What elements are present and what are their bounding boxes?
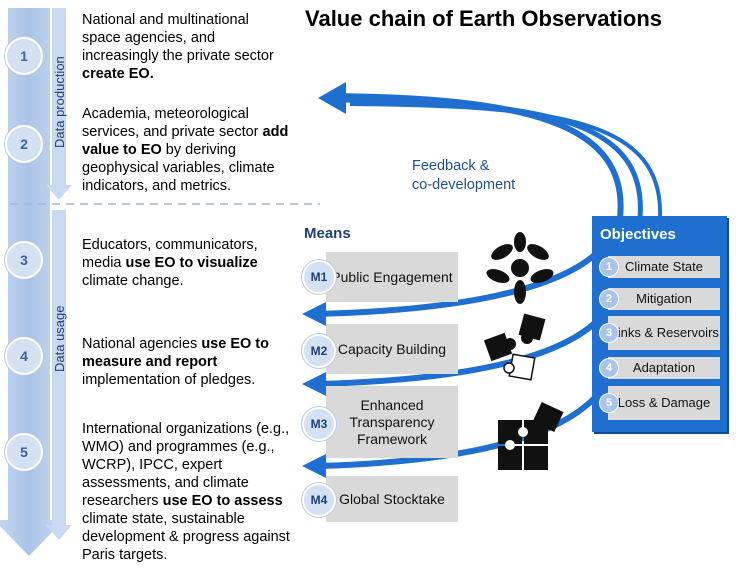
- step-2-text: Academia, meteorological services, and p…: [82, 106, 289, 194]
- step-4-circle: 4: [5, 337, 43, 375]
- step-2-circle: 2: [5, 125, 43, 163]
- feedback-arrow: [329, 93, 624, 219]
- step-1-text: National and multinational space agencie…: [82, 12, 274, 82]
- feedback-arrowhead: [318, 82, 346, 114]
- hands-icon: [486, 232, 554, 304]
- objective-climate-state: Climate State: [608, 256, 720, 278]
- step-1-circle: 1: [5, 37, 43, 75]
- objective-loss-damage: Loss & Damage: [608, 386, 720, 420]
- means-circle-m1: M1: [302, 260, 336, 294]
- means-circle-m4: M4: [302, 483, 336, 517]
- m3-arrow: [317, 390, 603, 469]
- objective-circle-2: 2: [599, 289, 619, 309]
- step-3-circle: 3: [5, 241, 43, 279]
- data-usage-inner-arrow: [46, 210, 72, 540]
- data-production-label: Data production: [52, 56, 67, 148]
- step-3-text: Educators, communicators, media use EO t…: [82, 237, 258, 289]
- objective-circle-5: 5: [599, 393, 619, 413]
- means-box-m2: Capacity Building: [326, 324, 458, 374]
- objective-mitigation: Mitigation: [608, 288, 720, 310]
- puzzle-icon: [483, 313, 546, 381]
- means-circle-m2: M2: [302, 334, 336, 368]
- means-box-m4: Global Stocktake: [326, 476, 458, 522]
- step-5-circle: 5: [5, 433, 43, 471]
- means-circle-m3: M3: [302, 407, 336, 441]
- objective-circle-1: 1: [599, 257, 619, 277]
- data-production-arrow: [46, 8, 72, 200]
- feedback-label: Feedback & co-development: [412, 158, 516, 193]
- objective-circle-4: 4: [599, 358, 619, 378]
- step-5-text: International organizations (e.g., WMO) …: [82, 421, 290, 563]
- objective-sinks-reservoirs: Sinks & Reservoirs: [608, 316, 720, 350]
- step-4-text: National agencies use EO to measure and …: [82, 336, 269, 388]
- objective-adaptation: Adaptation: [608, 357, 720, 379]
- objective-circle-3: 3: [599, 323, 619, 343]
- means-box-m3: Enhanced Transparency Framework: [326, 386, 458, 458]
- data-usage-label: Data usage: [52, 305, 67, 373]
- m1-arrow: [317, 247, 603, 317]
- page-title: Value chain of Earth Observations: [305, 6, 662, 31]
- objectives-title: Objectives: [600, 226, 676, 243]
- means-title: Means: [304, 225, 351, 242]
- assembled-puzzle-icon: [498, 401, 564, 470]
- means-box-m1: Public Engagement: [326, 252, 458, 302]
- m2-arrow: [317, 315, 603, 387]
